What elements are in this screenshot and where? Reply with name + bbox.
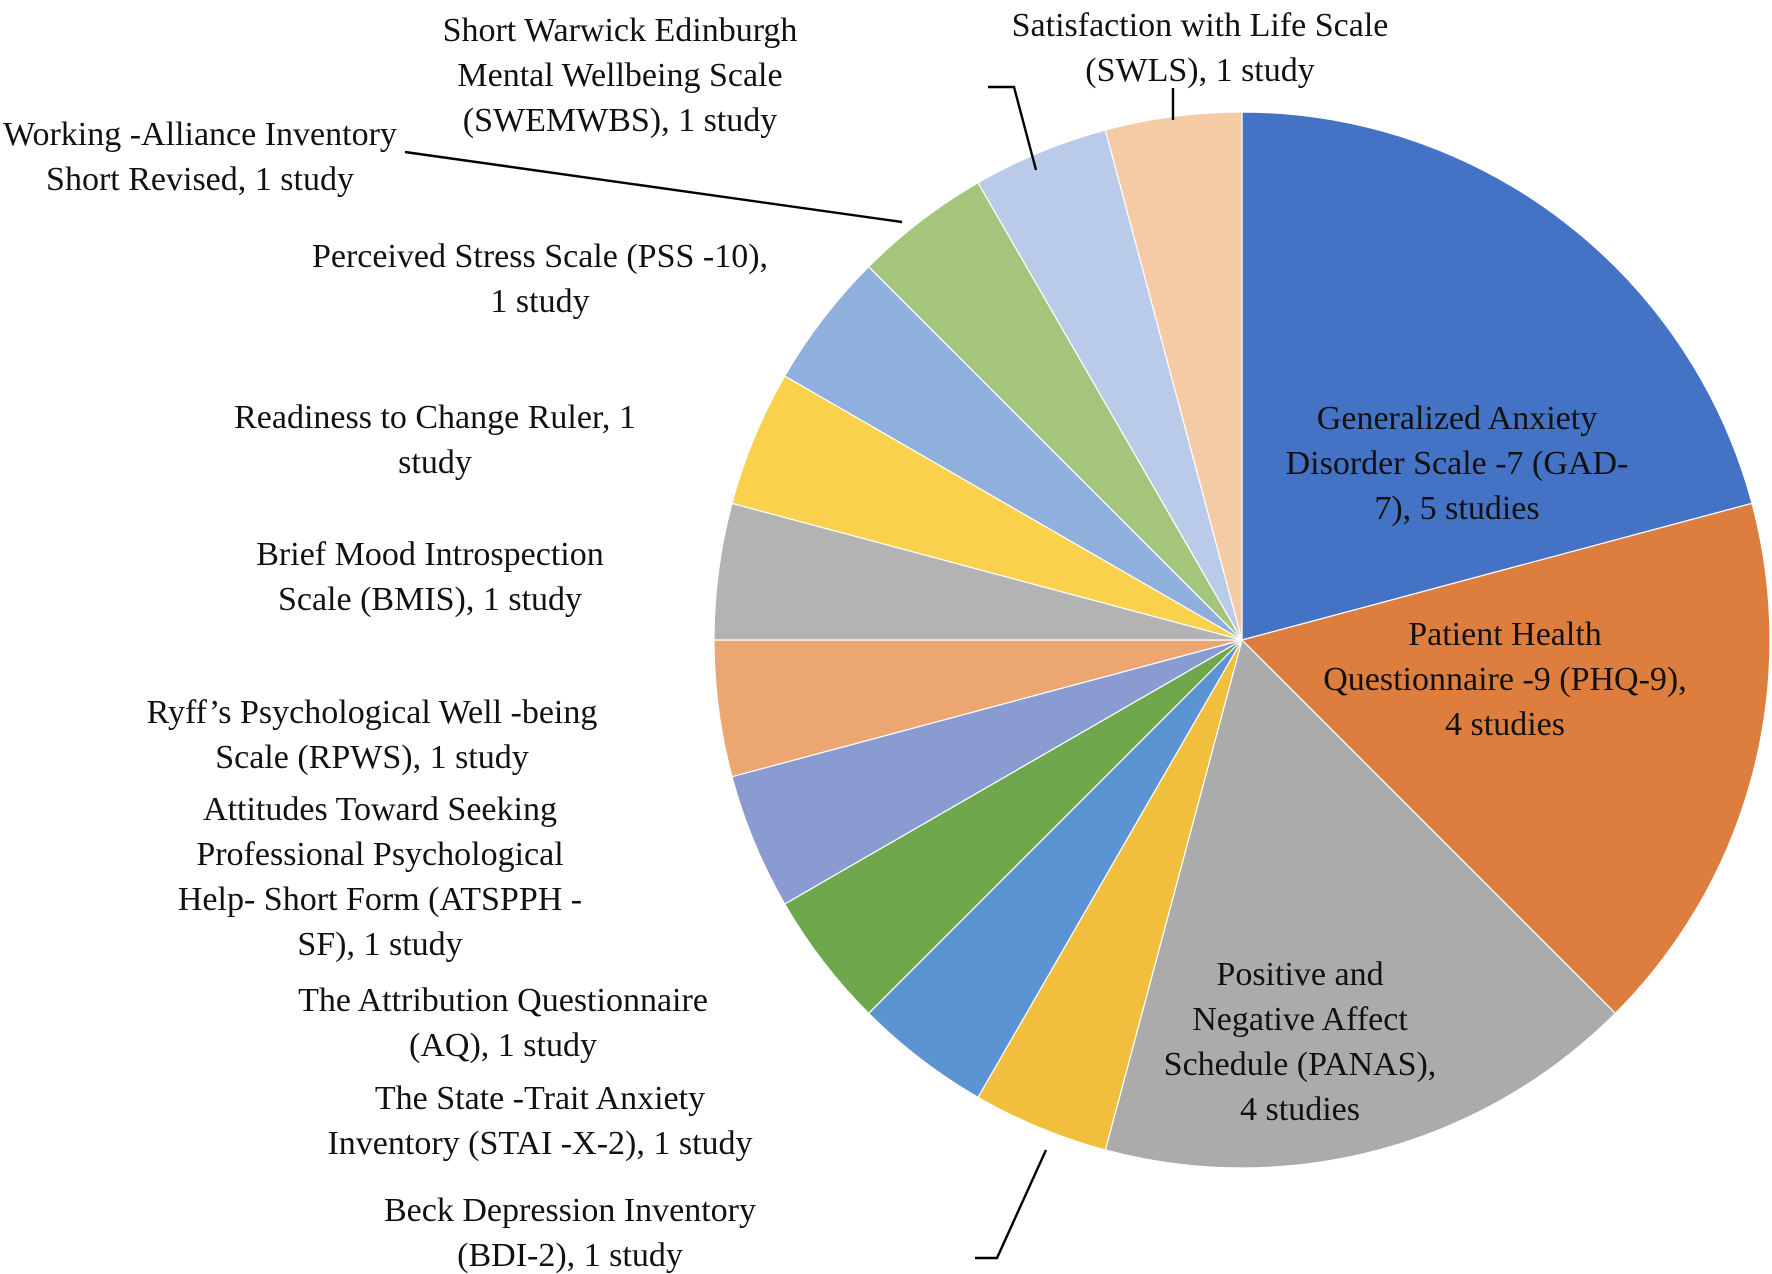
slice-label-line: study [398,444,472,481]
slice-label-line: Readiness to Change Ruler, 1 [234,399,636,436]
slice-label-line: Attitudes Toward Seeking [203,791,557,828]
slice-label-line: Inventory (STAI -X-2), 1 study [327,1125,753,1162]
slice-label-line: Satisfaction with Life Scale [1011,7,1389,44]
slice-label-line: 1 study [490,283,590,320]
pie-slice-phq9 [1240,502,1771,1015]
slice-label-line: (SWLS), 1 study [1085,52,1315,89]
slice-label-line: 4 studies [1445,706,1565,743]
slice-label-line: Short Revised, 1 study [46,161,354,198]
slice-label-pss10: Perceived Stress Scale (PSS -10), 1 study [312,234,768,324]
slice-label-line: The State -Trait Anxiety [374,1080,706,1117]
slice-label-line: Working -Alliance Inventory [3,116,397,153]
slice-label-line: Ryff’s Psychological Well -being [146,694,598,731]
slice-label-line: Short Warwick Edinburgh [442,12,798,49]
slice-label-line: (BDI-2), 1 study [457,1237,683,1274]
slice-label-line: Questionnaire -9 (PHQ-9), [1323,661,1687,698]
pie-slice-panas [1104,638,1617,1169]
slice-label-line: Negative Affect [1192,1001,1408,1038]
slice-label-line: Positive and [1216,956,1384,993]
slice-label-line: (AQ), 1 study [409,1027,597,1064]
slice-label-aq: The Attribution Questionnaire (AQ), 1 stu… [298,978,708,1068]
slice-label-line: Generalized Anxiety [1316,400,1598,437]
slice-label-line: Schedule (PANAS), [1163,1046,1437,1083]
slice-label-line: Perceived Stress Scale (PSS -10), [311,238,769,275]
slice-label-line: Professional Psychological [196,836,564,873]
slice-label-line: The Attribution Questionnaire [298,982,708,1019]
slice-label-line: Beck Depression Inventory [383,1192,757,1229]
slice-label-line: Brief Mood Introspection [256,536,604,573]
leader-line-bdi2 [975,1149,1048,1260]
slice-label-line: Help- Short Form (ATSPPH - [177,881,583,918]
slice-label-line: Scale (RPWS), 1 study [215,739,529,776]
slice-label-line: (SWEMWBS), 1 study [462,102,778,139]
slice-label-line: Mental Wellbeing Scale [457,57,783,94]
slice-label-readiness: Readiness to Change Ruler, 1 study [234,395,636,485]
slice-label-line: SF), 1 study [297,926,463,963]
slice-label-bdi2: Beck Depression Inventory (BDI-2), 1 stud… [384,1188,756,1274]
slice-label-line: Scale (BMIS), 1 study [277,581,583,618]
leader-line-swemwbs [988,85,1038,171]
pie-slice-gad7 [1241,111,1753,641]
slice-label-line: Disorder Scale -7 (GAD- [1285,445,1629,482]
slice-label-line: 4 studies [1240,1091,1360,1128]
slice-label-swls: Satisfaction with Life Scale (SWLS), 1 st… [1012,3,1389,93]
slice-label-line: Patient Health [1408,616,1602,653]
leader-line-wai [404,150,903,224]
slice-label-line: 7), 5 studies [1374,490,1540,527]
